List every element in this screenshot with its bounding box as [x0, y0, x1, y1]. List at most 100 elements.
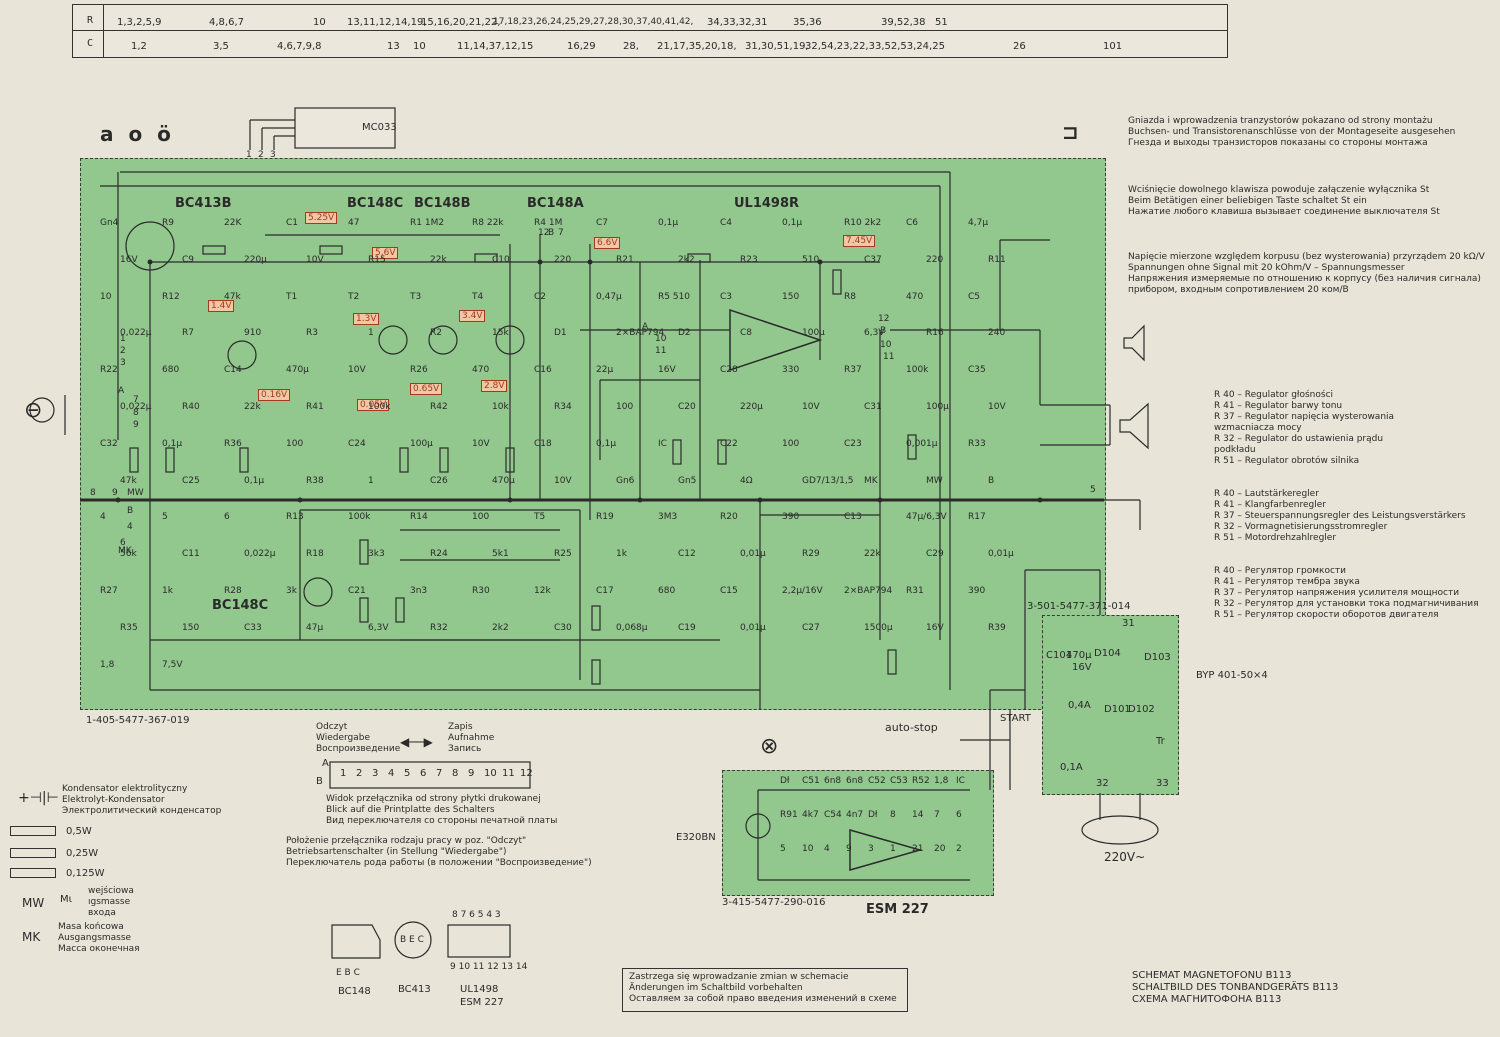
component-label: C15	[720, 586, 738, 596]
component-label: 10V	[988, 402, 1006, 412]
supply-comp: D103	[1144, 652, 1171, 663]
pin-label: 11	[655, 346, 667, 356]
switch-num: 4	[388, 768, 395, 779]
switch-num: 2	[356, 768, 363, 779]
legend-res: 0,125W	[66, 868, 105, 879]
pin-label: A	[642, 322, 649, 332]
component-label: 0,01μ	[988, 549, 1014, 560]
pin-label: 7	[133, 395, 139, 405]
switch-numbers: 1 2 3 4 5 6 7 8 9 10 11 12	[340, 768, 534, 779]
voltage-tag: 1.4V	[208, 300, 235, 312]
component-label: R1 1M2	[410, 218, 445, 228]
component-label: T5	[534, 512, 546, 523]
ref-c-cell: 10	[413, 41, 426, 52]
legend-mk-line: Масса оконечная	[58, 944, 140, 954]
ref-r-cell: 15,16,20,21,22,	[421, 17, 501, 28]
component-label: R41	[306, 402, 324, 412]
supply-comp: C101	[1046, 650, 1073, 661]
component-label: 10V	[802, 402, 820, 412]
component-label: 100μ	[802, 328, 825, 339]
note-line: Wciśnięcie dowolnego klawisza powoduje z…	[1128, 185, 1430, 195]
component-label: T3	[410, 291, 422, 302]
component-label: 470	[472, 365, 490, 376]
component-label: 680	[162, 365, 180, 376]
component-label: IC	[658, 438, 667, 449]
component-label: C21	[348, 586, 366, 596]
component-label: C31	[864, 402, 882, 412]
component-label: R10 2k2	[844, 218, 882, 228]
switch-num: 6	[420, 768, 427, 779]
bc148-pins: E B C	[336, 968, 360, 978]
switch-right-line: Запись	[448, 744, 482, 754]
component-label: 6,3V	[368, 622, 389, 633]
switch-caption-line: Blick auf die Printplatte des Schalters	[326, 805, 495, 815]
regulator-line: R 37 – Steuerspannungsregler des Leistun…	[1214, 511, 1466, 521]
component-label: 220μ	[244, 254, 267, 265]
component-label: 680	[658, 586, 676, 596]
bc413-pins: B E C	[400, 935, 424, 945]
legend-elec: Kondensator elektrolityczny Elektrolyt-K…	[62, 784, 221, 817]
component-label: R28	[224, 586, 242, 596]
title-line: SCHEMAT MAGNETOFONU B113	[1132, 970, 1292, 981]
ref-r-cell: 1,3,2,5,9	[117, 17, 162, 28]
legend-mw-line: wejściowa	[88, 886, 134, 896]
component-label: 6,3V	[864, 328, 885, 339]
legend-res: 0,5W	[66, 826, 92, 837]
regulator-line: R 51 – Regulator obrotów silnika	[1214, 456, 1360, 466]
resistor-icon	[10, 826, 56, 836]
component-label: GD7/13/1,5	[802, 475, 854, 486]
part-number-supply: 3-501-5477-371-014	[1027, 601, 1131, 612]
motor-component-label: R91	[780, 810, 798, 820]
component-label: R32	[430, 622, 448, 633]
legend-res: 0,25W	[66, 848, 99, 859]
switch-side-a: A	[322, 758, 329, 769]
switch-num: 1	[340, 768, 347, 779]
motor-component-label: C53	[890, 776, 908, 786]
component-label: C3	[720, 291, 733, 302]
component-label: C22	[720, 438, 738, 449]
component-label: C17	[596, 586, 614, 596]
component-label: C18	[534, 438, 552, 449]
notes-block: Gniazda i wprowadzenia tranzystorów poka…	[1128, 116, 1493, 296]
note-line: Buchsen- und Transistorenanschlüsse von …	[1128, 127, 1456, 137]
voltage-tag: 0.65V	[410, 383, 443, 395]
component-label: R7	[182, 328, 194, 339]
switch-num: 3	[372, 768, 379, 779]
component-label: 2k2	[492, 622, 509, 633]
component-label: 3k3	[368, 549, 385, 560]
voltage-tag: 0.05V	[357, 399, 390, 411]
pin-label: 8	[90, 488, 96, 498]
supply-comp: 0,1A	[1060, 762, 1083, 773]
component-label: C4	[720, 218, 733, 228]
supply-comp: D101	[1104, 704, 1131, 715]
component-label: R42	[430, 402, 448, 412]
component-label: C10	[492, 254, 510, 265]
note-line: Napięcie mierzone względem korpusu (bez …	[1128, 252, 1485, 262]
component-label: 22K	[224, 218, 242, 228]
disclaimer-line: Оставляем за собой право введения измене…	[629, 994, 897, 1004]
component-label: 4	[100, 512, 106, 523]
note-line	[1128, 149, 1493, 185]
output-icon: ⊐	[1062, 120, 1079, 144]
disclaimer-line: Änderungen im Schaltbild vorbehalten	[629, 983, 803, 993]
component-label: 10	[100, 291, 112, 302]
erase-head-icon: ⊗	[760, 734, 779, 759]
component-label: C12	[678, 549, 696, 560]
header-t4: BC148A	[527, 196, 584, 211]
regulator-line: R 40 – Регулятор громкости	[1214, 566, 1347, 576]
component-label: 56k	[120, 549, 137, 560]
ref-r-cell: 35,36	[793, 17, 822, 28]
component-label: C27	[802, 622, 820, 633]
electrolytic-capacitor-icon: +⊣|⊢	[18, 790, 59, 806]
switch-position: Położenie przełącznika rodzaju pracy w p…	[286, 836, 592, 869]
switch-num: 12	[520, 768, 533, 779]
component-label: R12	[162, 291, 180, 302]
component-label: 16V	[926, 622, 944, 633]
component-label: R24	[430, 549, 448, 560]
motor-component-label: 7	[934, 810, 940, 820]
pin-label: B	[127, 506, 134, 516]
ul-pins-bottom: 9 10 11 12 13 14	[450, 962, 528, 972]
ref-r-cell: 39,52,38	[881, 17, 926, 28]
component-label: R34	[554, 402, 572, 412]
switch-num: 11	[502, 768, 515, 779]
